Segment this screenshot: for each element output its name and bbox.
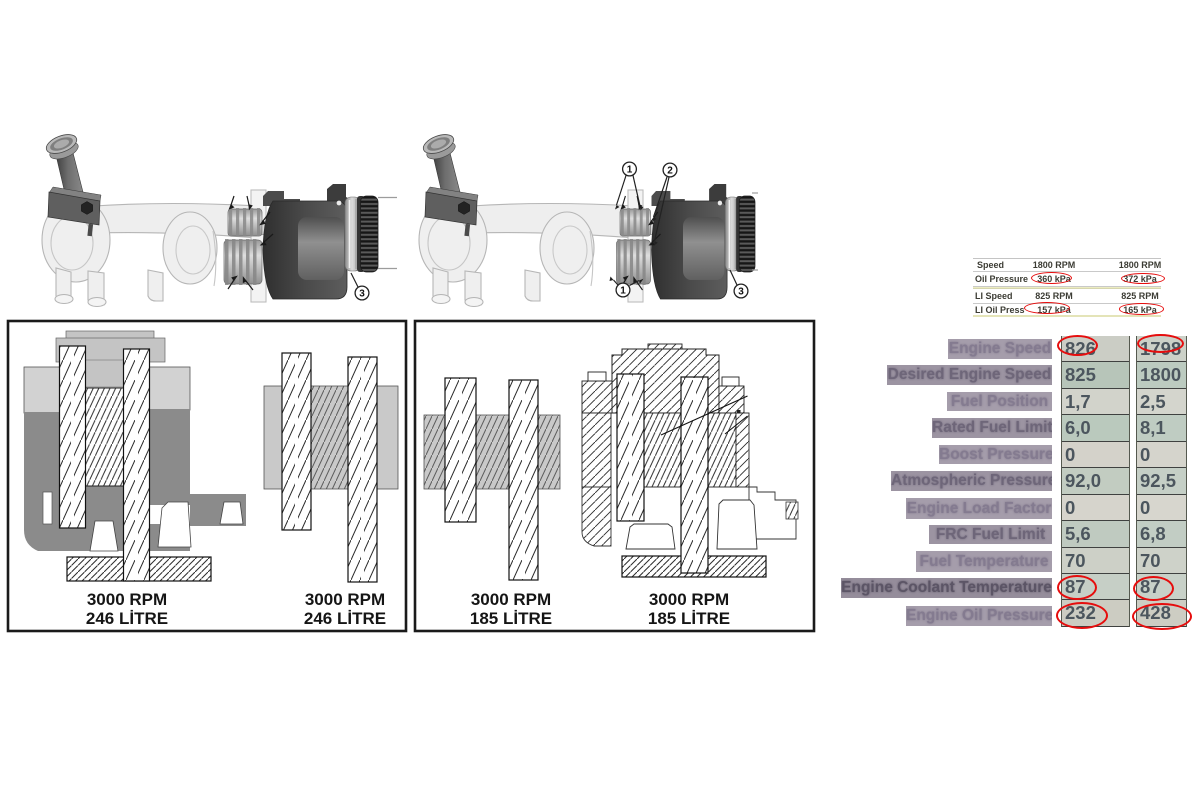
svg-text:1: 1 [620, 286, 626, 297]
svg-text:2: 2 [667, 166, 673, 177]
svg-text:3: 3 [359, 289, 365, 300]
svg-text:3: 3 [738, 287, 744, 298]
svg-text:1: 1 [627, 165, 633, 176]
